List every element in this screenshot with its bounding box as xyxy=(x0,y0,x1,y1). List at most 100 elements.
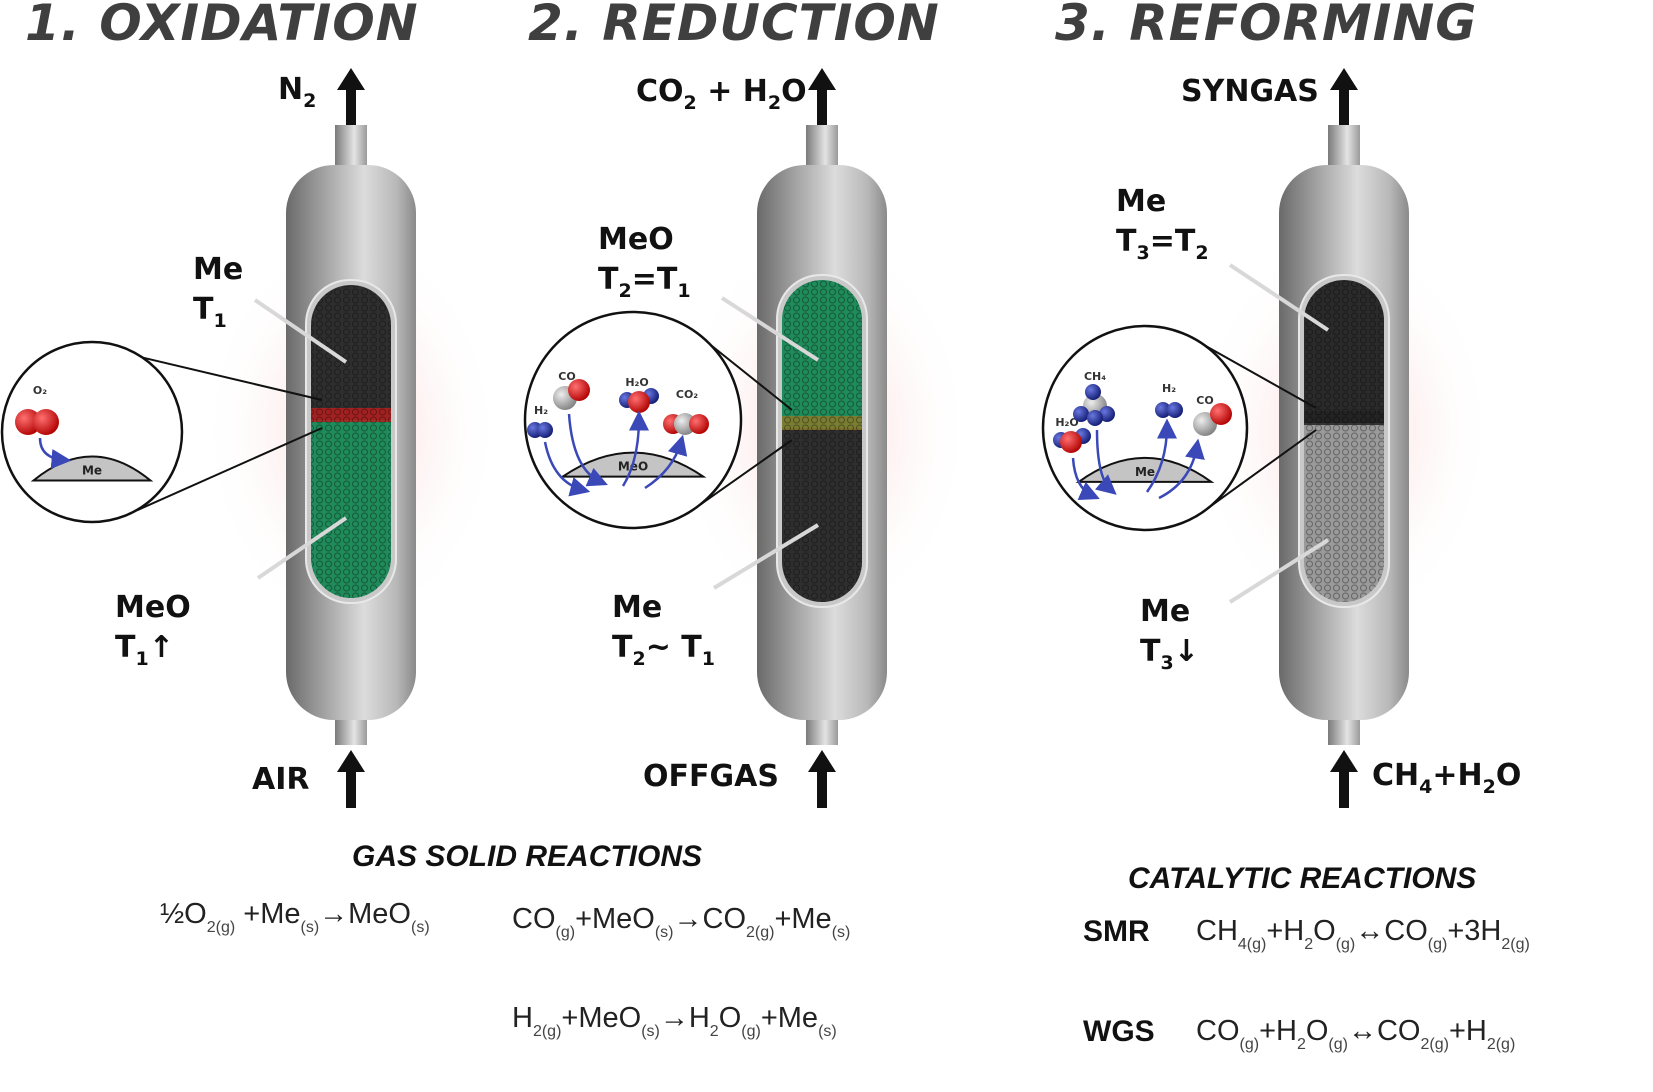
bed-label-upper-reforming: Me T3=T2 xyxy=(1116,184,1209,264)
atom-carbon xyxy=(674,413,696,435)
equation-subscript: 2(g) xyxy=(1420,1036,1449,1053)
equation-term: +MeO xyxy=(575,903,655,935)
reaction-wgs: CO(g)+H2O(g)↔CO2(g)+H2(g) xyxy=(1196,1015,1515,1054)
flow-arrow-icon xyxy=(1158,438,1205,500)
equation-term: O xyxy=(718,1002,742,1034)
inlet-arrow-icon xyxy=(808,750,836,808)
equation-subscript: (s) xyxy=(300,919,320,936)
equation-subscript: (g) xyxy=(1328,1036,1348,1053)
outlet-label-reforming: SYNGAS xyxy=(1181,74,1319,109)
bed-label-upper-oxidation: Me T1 xyxy=(193,252,244,332)
reaction-h2-reduction: H2(g)+MeO(s)→H2O(g)+Me(s) xyxy=(512,1002,837,1041)
equation-subscript: (s) xyxy=(641,1023,660,1040)
molecule-label: H₂ xyxy=(534,404,548,417)
equation-term: +Me xyxy=(774,903,832,935)
molecule-label: CO xyxy=(1196,394,1213,407)
flow-arrow-icon xyxy=(1071,457,1100,501)
atom-hydrogen xyxy=(1087,410,1103,426)
flow-arrow-icon xyxy=(621,410,649,487)
reaction-co-reduction: CO(g)+MeO(s)→CO2(g)+Me(s) xyxy=(512,903,850,942)
equation-subscript: 2 xyxy=(1304,936,1314,953)
packed-bed xyxy=(1304,280,1384,602)
inlet-arrow-icon xyxy=(1330,750,1358,808)
pellet-texture xyxy=(782,280,862,602)
reaction-oxidation: ½O2(g) +Me(s)→MeO(s) xyxy=(160,898,430,937)
outlet-arrow-icon xyxy=(337,68,365,125)
pellet-texture xyxy=(1304,280,1384,602)
catalyst-surface-label: Me xyxy=(82,464,102,478)
zoom-connector-line xyxy=(136,427,323,512)
flow-arrow-icon xyxy=(644,434,688,490)
packed-bed xyxy=(311,285,391,598)
molecule-label: H₂O xyxy=(1055,416,1078,429)
equation-term: CO xyxy=(512,903,556,935)
stage-title-oxidation: 1. OXIDATION xyxy=(25,0,419,52)
equation-subscript: (s) xyxy=(654,924,674,941)
atom-hydrogen xyxy=(1167,402,1183,418)
label-leader-upper xyxy=(253,298,348,364)
molecule-label: H₂ xyxy=(1162,382,1176,395)
atom-oxygen xyxy=(689,414,709,434)
atom-hydrogen xyxy=(1085,384,1101,400)
equation-term: →H xyxy=(659,1002,710,1034)
label-leader-lower xyxy=(712,523,820,590)
atom-oxygen xyxy=(1060,431,1082,453)
zoom-connector-line xyxy=(1200,342,1317,409)
smr-label: SMR xyxy=(1083,915,1150,948)
equation-term: +H xyxy=(1266,915,1305,947)
bed-label-lower-oxidation: MeO T1↑ xyxy=(115,590,191,670)
bed-label-upper-reduction: MeO T2=T1 xyxy=(598,222,691,302)
inlet-label-reforming: CH4+H2O xyxy=(1372,758,1522,798)
molecule-label: CO₂ xyxy=(676,388,698,401)
outlet-arrow-icon xyxy=(1330,68,1358,125)
flow-arrow-icon xyxy=(567,413,608,487)
zoom-connector-line xyxy=(141,356,323,401)
atom-hydrogen xyxy=(1073,406,1089,422)
equation-subscript: 2(g) xyxy=(746,924,775,941)
equation-subscript: 2(g) xyxy=(1486,1036,1516,1053)
outlet-label-oxidation: N2 xyxy=(278,72,317,112)
flow-arrow-icon xyxy=(1145,418,1177,493)
equation-subscript: (s) xyxy=(410,919,430,936)
molecule-label: CH₄ xyxy=(1084,370,1106,383)
equation-term: +Me xyxy=(760,1002,819,1034)
atom-oxygen xyxy=(1210,403,1232,425)
equation-term: +H xyxy=(1448,1015,1487,1047)
flow-arrow-icon xyxy=(38,437,72,469)
wgs-label: WGS xyxy=(1083,1015,1155,1048)
bed-label-lower-reforming: Me T3↓ xyxy=(1140,594,1199,674)
equation-subscript: (s) xyxy=(831,924,851,941)
reaction-smr: CH4(g)+H2O(g)↔CO(g)+3H2(g) xyxy=(1196,915,1530,954)
equation-subscript: (g) xyxy=(1239,1036,1260,1053)
equation-subscript: 2 xyxy=(1296,1036,1306,1053)
molecule-label: CO xyxy=(558,370,575,383)
packed-bed xyxy=(782,280,862,602)
inlet-arrow-icon xyxy=(337,750,365,808)
inlet-label-oxidation: AIR xyxy=(252,762,310,797)
outlet-arrow-icon xyxy=(808,68,836,125)
equation-subscript: 4(g) xyxy=(1237,936,1267,953)
equation-subscript: (g) xyxy=(1335,936,1356,953)
reactor-reforming: Me H₂O CH₄ H₂ CO xyxy=(1041,125,1494,745)
catalyst-surface-label: Me xyxy=(1135,465,1155,479)
zoom-circle xyxy=(523,310,743,530)
equation-term: CO xyxy=(1196,1015,1240,1047)
atom-hydrogen xyxy=(537,422,553,438)
label-leader-lower xyxy=(256,516,348,580)
equation-subscript: (g) xyxy=(1427,936,1448,953)
atom-hydrogen xyxy=(1155,402,1171,418)
equation-subscript: (s) xyxy=(818,1023,837,1040)
atom-oxygen xyxy=(628,391,650,413)
equation-term: →MeO xyxy=(319,898,411,930)
atom-oxygen xyxy=(33,409,59,435)
equation-subscript: 2 xyxy=(709,1023,719,1040)
catalytic-reactions-heading: CATALYTIC REACTIONS xyxy=(1128,862,1477,895)
equation-term: H xyxy=(512,1002,533,1034)
equation-term: ↔CO xyxy=(1347,1015,1421,1047)
atom-oxygen xyxy=(15,409,41,435)
outlet-label-reduction: CO2 + H2O xyxy=(636,74,807,114)
label-leader-upper xyxy=(1228,263,1330,332)
